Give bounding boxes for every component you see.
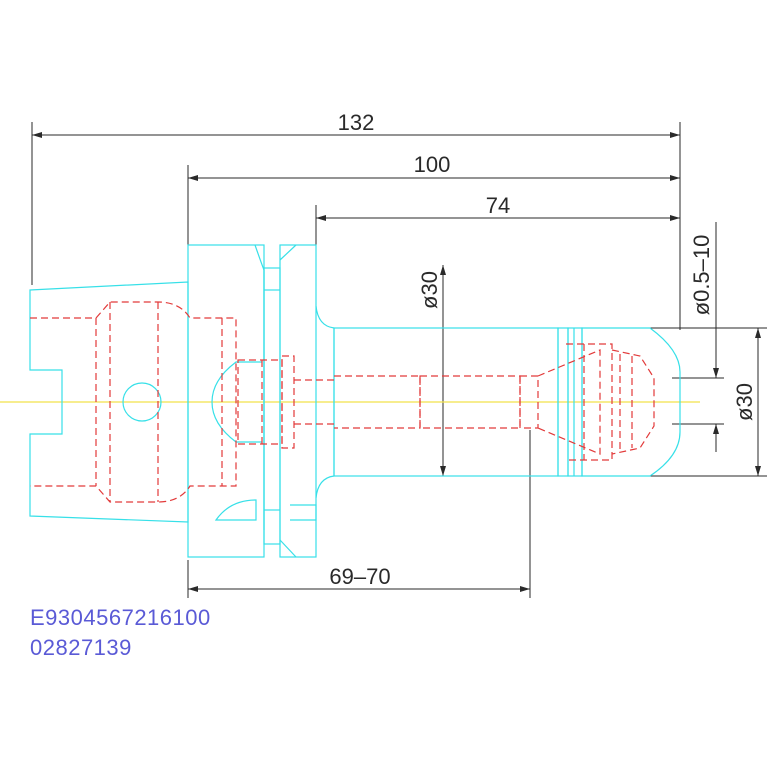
dim-69-70-label: 69–70 xyxy=(329,564,390,589)
hidden-lines xyxy=(30,301,655,503)
dim-shank-dia-label: ø30 xyxy=(417,271,442,309)
dimension-flange: 100 xyxy=(187,152,680,245)
dim-132-label: 132 xyxy=(338,110,375,135)
dim-74-label: 74 xyxy=(486,193,510,218)
dim-100-label: 100 xyxy=(414,152,451,177)
dim-nose-label: ø30 xyxy=(732,383,757,421)
dimension-nose-diameter: ø30 xyxy=(650,327,767,477)
dimension-shank: 74 xyxy=(315,193,680,245)
part-code-line-1: E9304567216100 xyxy=(30,605,211,630)
part-code-line-2: 02827139 xyxy=(30,635,132,660)
dimension-shank-diameter: ø30 xyxy=(417,265,446,476)
dimension-insertion-depth: 69–70 xyxy=(187,430,531,598)
dimension-overall: 132 xyxy=(31,110,681,330)
dim-clamp-label: ø0.5–10 xyxy=(689,235,714,316)
tool-holder-outline xyxy=(29,244,681,558)
dimension-clamp-range: ø0.5–10 xyxy=(672,222,724,452)
